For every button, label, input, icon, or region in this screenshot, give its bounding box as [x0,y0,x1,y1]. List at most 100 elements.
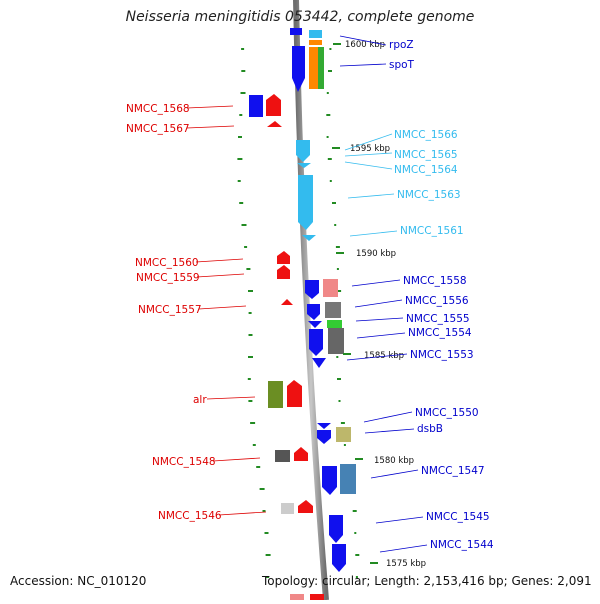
gc-tick [337,290,342,292]
kbp-marker-1595: 1595 kbp [332,144,390,154]
gc-tick [340,422,345,424]
gc-tick [338,400,341,402]
gc-tick [259,488,265,490]
label-NMCC_1568[interactable]: NMCC_1568 [126,103,190,115]
gc-tick [332,202,336,204]
forward-gene-NMCC_1550[interactable] [317,423,331,444]
gc-tick [354,532,357,534]
gc-tick [244,246,248,248]
label-NMCC_1559[interactable]: NMCC_1559 [136,272,200,284]
gc-tick [355,554,360,556]
forward-gene-dsbB[interactable] [336,427,351,442]
gc-tick [246,268,251,270]
gene-NMCC_1548-block[interactable] [275,447,308,462]
gc-tick [250,422,256,424]
label-NMCC_1558[interactable]: NMCC_1558 [403,275,467,287]
label-NMCC_1544[interactable]: NMCC_1544 [430,539,494,551]
label-rpoZ[interactable]: rpoZ [389,39,414,51]
gc-tick [237,158,243,160]
gc-tick [327,158,332,160]
gc-tick [265,554,271,556]
label-NMCC_1560[interactable]: NMCC_1560 [135,257,199,269]
label-NMCC_1561[interactable]: NMCC_1561 [400,225,464,237]
forward-gene-NMCC_1556[interactable] [307,302,341,320]
forward-gene-NMCC_1555[interactable] [308,320,342,328]
gc-tick [336,268,339,270]
gc-tick [239,202,244,204]
forward-gene-spoT[interactable] [292,46,324,92]
kbp-marker-1600: 1600 kbp [333,40,385,50]
kbp-label-1600: 1600 kbp [345,40,385,50]
label-NMCC_1553[interactable]: NMCC_1553 [410,349,474,361]
label-NMCC_1550[interactable]: NMCC_1550 [415,407,479,419]
label-NMCC_1548[interactable]: NMCC_1548 [152,456,216,468]
gc-tick [329,48,332,50]
label-NMCC_1563[interactable]: NMCC_1563 [397,189,461,201]
gc-tick [247,378,251,380]
gene-NMCC_1557-block[interactable] [281,299,293,305]
label-NMCC_1566[interactable]: NMCC_1566 [394,129,458,141]
bottom-edge-genes [290,594,324,600]
label-NMCC_1545[interactable]: NMCC_1545 [426,511,490,523]
forward-gene-NMCC_1544[interactable] [332,544,346,572]
forward-gene-NMCC_1547[interactable] [322,464,356,495]
gc-tick [248,312,252,314]
gc-tick [240,92,246,94]
gc-tick [334,224,337,226]
kbp-marker-1580: 1580 kbp [355,456,414,466]
accession-text: Accession: NC_010120 [10,574,147,588]
gc-tick [248,334,253,336]
gc-tick [266,576,270,578]
genome-title: Neisseria meningitidis 053442, complete … [125,9,475,25]
gc-tick [355,576,358,578]
forward-gene-NMCC_1563[interactable] [298,175,313,230]
gc-tick [264,532,269,534]
gc-tick [238,136,242,138]
label-NMCC_1547[interactable]: NMCC_1547 [421,465,485,477]
gc-tick [241,224,247,226]
forward-gene-rpoZ[interactable] [290,28,322,45]
gene-NMCC_1560-block[interactable] [277,251,290,264]
forward-gene-NMCC_1545[interactable] [329,515,343,543]
forward-gene-NMCC_1558[interactable] [305,279,338,299]
kbp-marker-1575: 1575 kbp [370,559,426,569]
gc-tick [326,114,331,116]
kbp-label-1580: 1580 kbp [374,456,414,466]
label-spoT[interactable]: spoT [389,59,415,71]
gc-tick [252,444,256,446]
gc-tick [326,92,329,94]
kbp-label-1595: 1595 kbp [350,144,390,154]
label-NMCC_1557[interactable]: NMCC_1557 [138,304,202,316]
label-NMCC_1564[interactable]: NMCC_1564 [394,164,458,176]
forward-gene-labels: rpoZ spoT NMCC_1566 NMCC_1565 NMCC_1564 … [339,35,494,553]
gene-NMCC_1567-block[interactable] [267,121,282,127]
gc-tick [328,70,332,72]
gc-tick [262,510,266,512]
gene-NMCC_1568-block[interactable] [249,94,281,117]
gc-tick [241,70,246,72]
gene-NMCC_1546-block[interactable] [281,500,313,514]
forward-gene-NMCC_1566[interactable] [296,140,311,168]
gc-tick [343,444,346,446]
kbp-marker-1590: 1590 kbp [336,249,396,259]
gc-tick [337,378,341,380]
label-NMCC_1555[interactable]: NMCC_1555 [406,313,470,325]
gc-tick [248,290,253,292]
label-dsbB[interactable]: dsbB [417,423,443,435]
kbp-label-1575: 1575 kbp [386,559,426,569]
gene-alr-block[interactable] [268,380,302,408]
topology-text: Topology: circular; Length: 2,153,416 bp… [262,574,592,588]
label-NMCC_1556[interactable]: NMCC_1556 [405,295,469,307]
forward-gene-NMCC_1554[interactable] [309,328,344,368]
label-NMCC_1567[interactable]: NMCC_1567 [126,123,190,135]
label-NMCC_1565[interactable]: NMCC_1565 [394,149,458,161]
gene-NMCC_1559-block[interactable] [277,265,290,279]
forward-gene-NMCC_1561[interactable] [302,235,316,241]
label-alr[interactable]: alr [193,394,207,406]
label-NMCC_1554[interactable]: NMCC_1554 [408,327,472,339]
label-NMCC_1546[interactable]: NMCC_1546 [158,510,222,522]
gc-tick [326,136,329,138]
gc-tick [352,510,357,512]
